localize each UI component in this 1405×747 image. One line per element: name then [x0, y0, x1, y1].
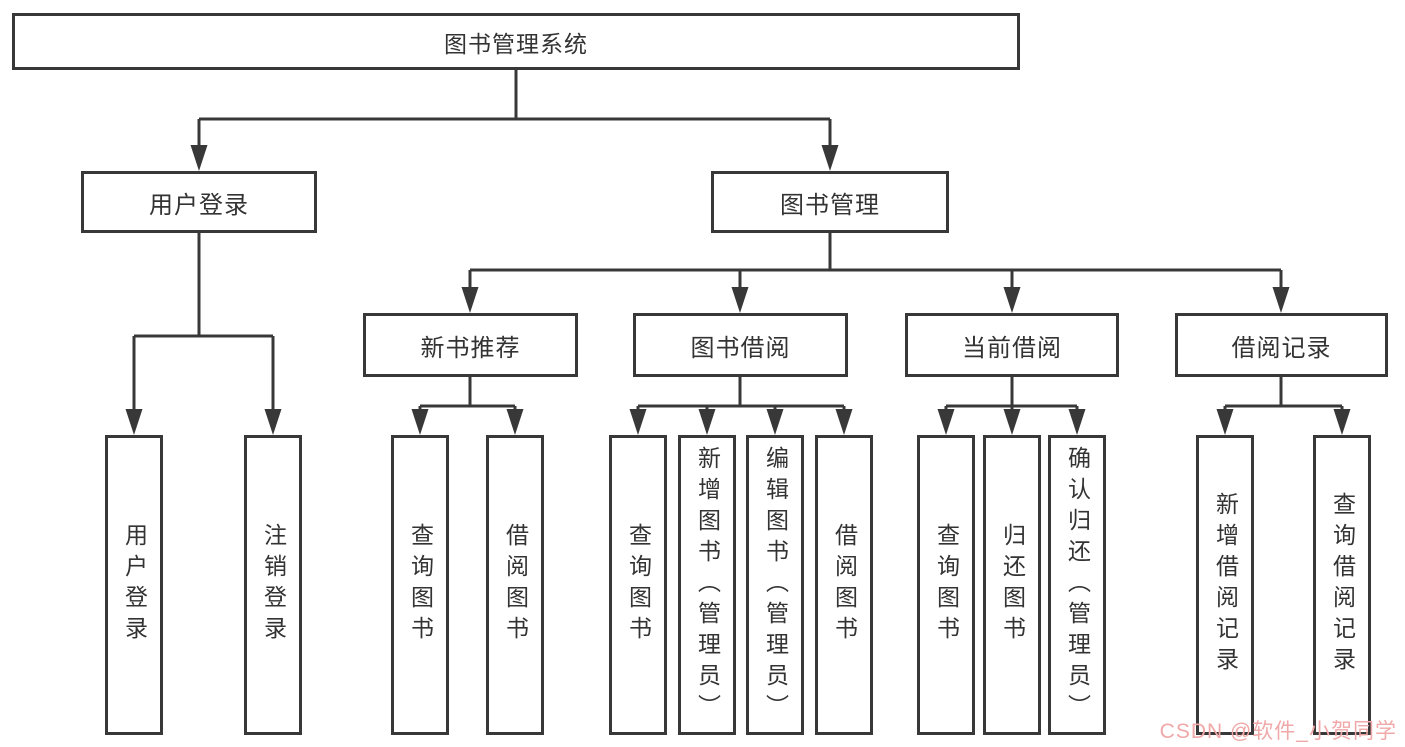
leaf-add-borrow-record-label: 新增借阅记录 [1212, 492, 1239, 678]
arrow-down-icon [461, 287, 479, 313]
arrow-down-icon [125, 409, 143, 435]
connector-book-borrow-to-leaves [636, 377, 846, 418]
arrow-down-icon [1216, 409, 1234, 435]
leaf-borrow-books-2: 借阅图书 [815, 435, 873, 735]
node-current-borrow: 当前借阅 [905, 313, 1119, 377]
node-library-system: 图书管理系统 [12, 13, 1020, 70]
arrow-down-icon [698, 409, 716, 435]
node-book-management-label: 图书管理 [780, 191, 880, 219]
arrow-down-icon [937, 409, 955, 435]
connector-borrow-record-to-leaves [1223, 377, 1344, 418]
leaf-return-books: 归还图书 [983, 435, 1041, 735]
leaf-add-books-admin: 新增图书（管理员） [678, 435, 736, 735]
arrow-down-icon [506, 409, 524, 435]
leaf-edit-books-admin-label: 编辑图书（管理员） [762, 445, 789, 725]
node-new-book-recommend: 新书推荐 [363, 313, 578, 377]
leaf-query-books-3: 查询图书 [917, 435, 975, 735]
leaf-borrow-books-1: 借阅图书 [486, 435, 544, 735]
leaf-add-borrow-record: 新增借阅记录 [1196, 435, 1254, 735]
leaf-logout-label: 注销登录 [260, 523, 287, 647]
arrow-down-icon [411, 409, 429, 435]
leaf-query-borrow-record-label: 查询借阅记录 [1329, 492, 1356, 678]
leaf-query-books-2-label: 查询图书 [625, 523, 652, 647]
arrow-down-icon [1068, 409, 1086, 435]
leaf-logout: 注销登录 [244, 435, 302, 735]
leaf-user-login: 用户登录 [105, 435, 163, 735]
leaf-user-login-label: 用户登录 [121, 523, 148, 647]
leaf-return-books-label: 归还图书 [999, 523, 1026, 647]
leaf-confirm-return-admin: 确认归还（管理员） [1048, 435, 1106, 735]
leaf-borrow-books-2-label: 借阅图书 [831, 523, 858, 647]
connector-book-mgmt-to-level3 [468, 233, 1283, 295]
arrow-down-icon [1333, 409, 1351, 435]
arrow-down-icon [731, 287, 749, 313]
leaf-add-books-admin-label: 新增图书（管理员） [694, 445, 721, 725]
arrow-down-icon [835, 409, 853, 435]
connector-root-to-level2 [197, 70, 832, 150]
arrow-down-icon [1003, 409, 1021, 435]
leaf-borrow-books-1-label: 借阅图书 [502, 523, 529, 647]
arrow-down-icon [1003, 287, 1021, 313]
node-borrow-record: 借阅记录 [1175, 313, 1388, 377]
leaf-confirm-return-admin-label: 确认归还（管理员） [1064, 445, 1091, 725]
leaf-edit-books-admin: 编辑图书（管理员） [746, 435, 804, 735]
csdn-watermark: CSDN @软件_小贺同学 [1159, 720, 1397, 743]
node-book-borrow: 图书借阅 [633, 313, 848, 377]
node-user-login-label: 用户登录 [149, 191, 249, 219]
arrowheads [125, 145, 1351, 435]
node-book-borrow-label: 图书借阅 [690, 334, 791, 362]
leaf-query-books-2: 查询图书 [609, 435, 667, 735]
leaf-query-books-3-label: 查询图书 [933, 523, 960, 647]
arrow-down-icon [1272, 287, 1290, 313]
leaf-query-borrow-record: 查询借阅记录 [1313, 435, 1371, 735]
leaf-query-books-1: 查询图书 [391, 435, 449, 735]
arrow-down-icon [190, 145, 208, 171]
leaf-query-books-1-label: 查询图书 [407, 523, 434, 647]
connector-user-login-to-leaves [132, 233, 275, 415]
node-borrow-record-label: 借阅记录 [1231, 334, 1332, 362]
node-user-login: 用户登录 [81, 171, 317, 233]
arrow-down-icon [264, 409, 282, 435]
arrow-down-icon [821, 145, 839, 171]
node-library-system-label: 图书管理系统 [444, 30, 588, 57]
node-book-management: 图书管理 [711, 171, 949, 233]
node-current-borrow-label: 当前借阅 [962, 334, 1062, 362]
arrow-down-icon [629, 409, 647, 435]
arrow-down-icon [766, 409, 784, 435]
node-new-book-recommend-label: 新书推荐 [420, 334, 521, 362]
connector-new-book-to-leaves [418, 377, 517, 418]
